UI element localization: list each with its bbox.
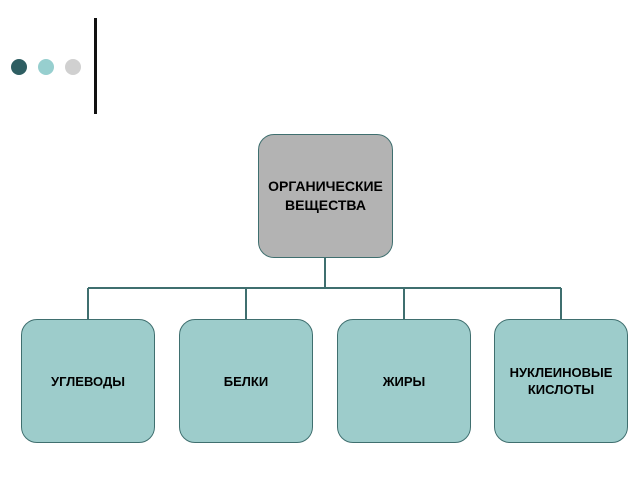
child-node-label: НУКЛЕИНОВЫЕ КИСЛОТЫ [509,365,613,397]
decor-dot-icon [38,59,54,75]
child-node-label: ЖИРЫ [382,373,426,389]
child-node-nucleic-acids: НУКЛЕИНОВЫЕ КИСЛОТЫ [494,319,628,443]
child-node-label: УГЛЕВОДЫ [51,373,125,389]
decor-dot-icon [11,59,27,75]
child-node-label: БЕЛКИ [223,373,269,389]
child-node-proteins: БЕЛКИ [179,319,313,443]
child-node-carbohydrates: УГЛЕВОДЫ [21,319,155,443]
title-divider [94,18,97,114]
decor-dot-icon [65,59,81,75]
root-node-label: ОРГАНИЧЕСКИЕ ВЕЩЕСТВА [268,178,383,213]
child-node-fats: ЖИРЫ [337,319,471,443]
root-node: ОРГАНИЧЕСКИЕ ВЕЩЕСТВА [258,134,393,258]
